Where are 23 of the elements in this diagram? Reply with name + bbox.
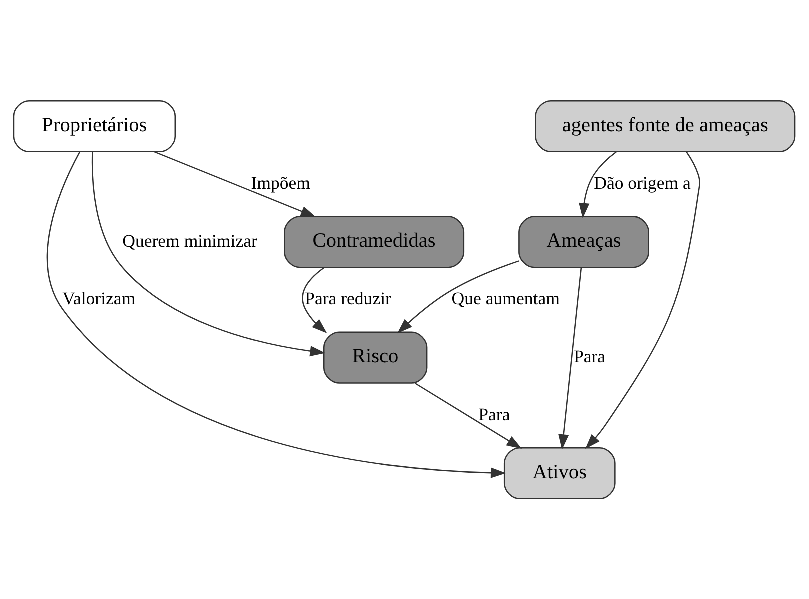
arrow <box>92 152 326 356</box>
node-box: Ameaças <box>518 216 650 268</box>
node-box: Contramedidas <box>284 216 465 268</box>
node-box: Ativos <box>504 446 616 500</box>
node-box: Risco <box>323 331 428 384</box>
arrow <box>302 266 328 333</box>
arrow <box>154 150 316 217</box>
edge-label: Valorizam <box>62 288 136 308</box>
edge-label: Para <box>574 346 606 366</box>
arrow <box>47 151 506 478</box>
edge-label: Impõem <box>251 172 311 193</box>
edge-label: Para <box>478 404 510 424</box>
edge-label: Dão origem a <box>594 172 691 193</box>
arrow <box>579 151 617 218</box>
edge-label: Para reduzir <box>305 288 392 308</box>
node-box: agentes fonte de ameaças <box>535 100 796 152</box>
arrow <box>397 260 520 334</box>
edge-label: Que aumentam <box>452 288 560 308</box>
arrow <box>414 382 522 448</box>
arrow <box>586 151 700 449</box>
arrow <box>558 267 582 450</box>
edge-label: Querem minimizar <box>122 230 258 250</box>
node-box: Proprietários <box>13 100 176 152</box>
